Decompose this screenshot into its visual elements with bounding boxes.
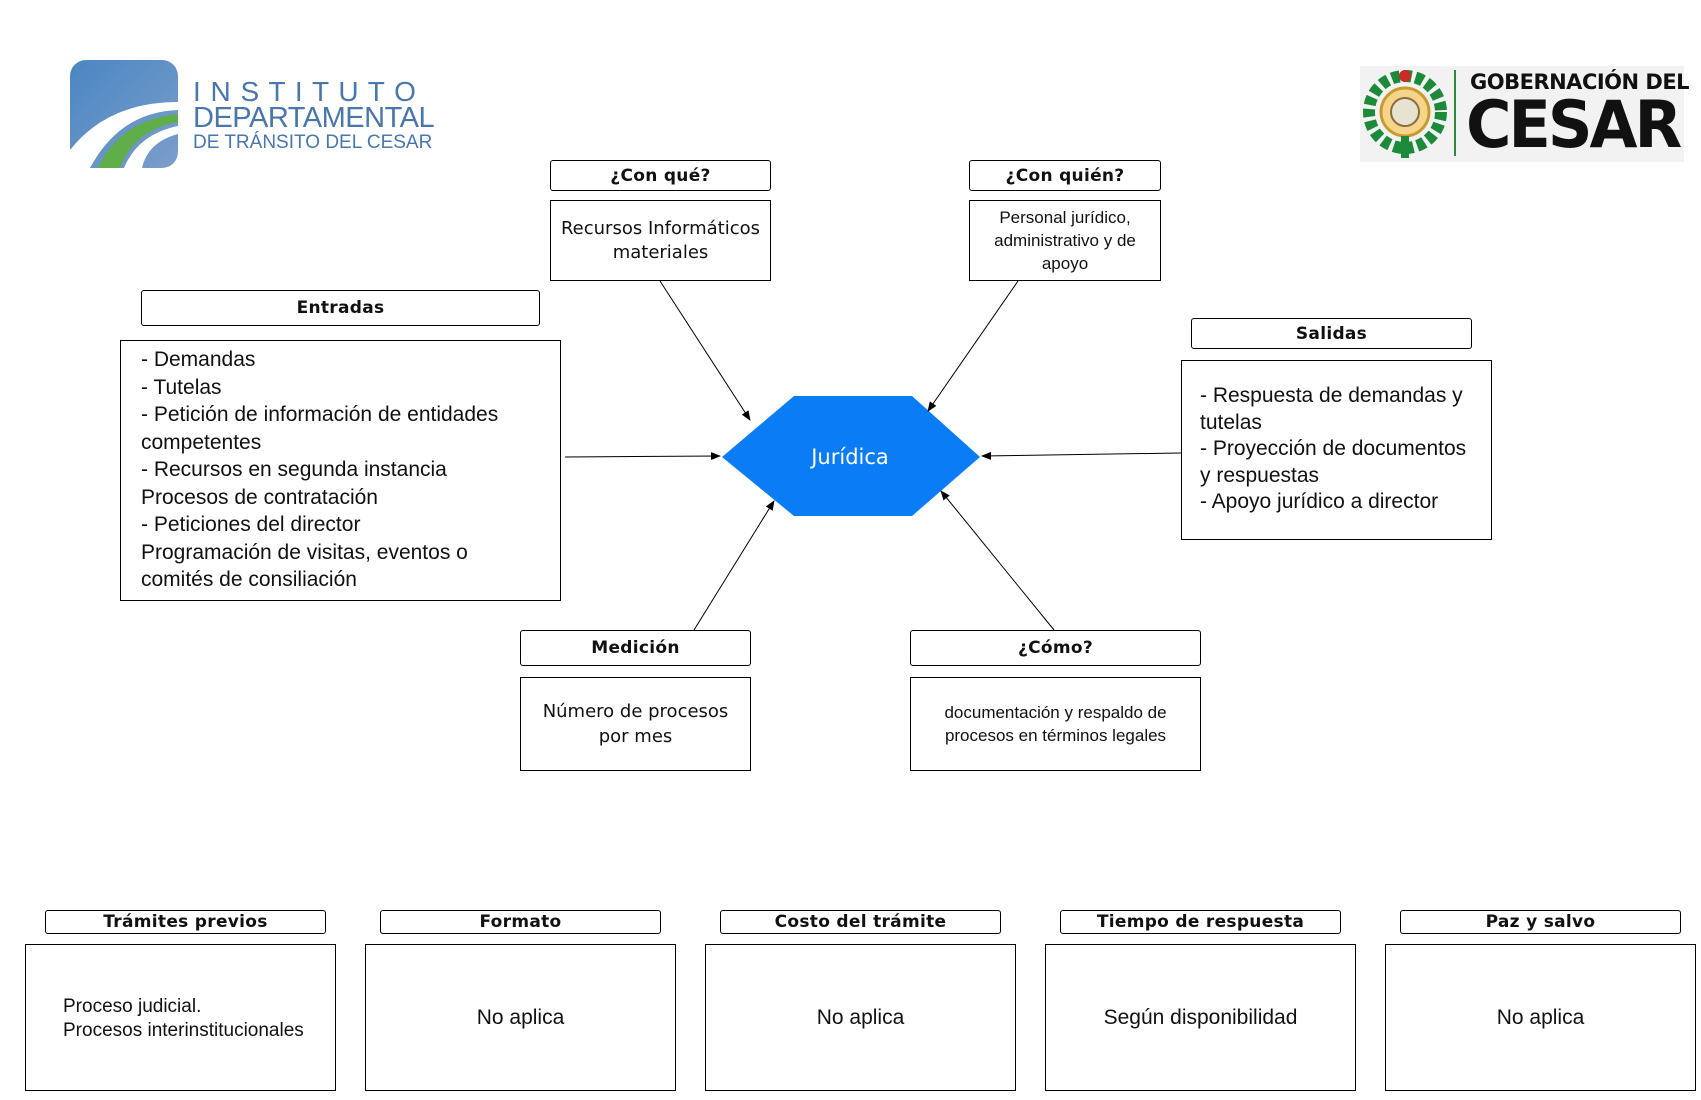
salidas-item: - Apoyo jurídico a director — [1200, 490, 1439, 513]
salidas-body: - Respuesta de demandas y tutelas - Proy… — [1181, 360, 1492, 540]
con-quien-header: ¿Con quién? — [969, 160, 1161, 191]
entradas-item: Procesos de contratación — [141, 485, 378, 509]
tiempo-body: Según disponibilidad — [1045, 944, 1356, 1091]
gobernacion-logo: GOBERNACIÓN DEL CESAR — [1360, 66, 1690, 163]
salidas-item: - Proyección de documentos y respuestas — [1200, 437, 1472, 487]
paz-y-salvo-value: No aplica — [1496, 1005, 1585, 1029]
logo-line-2: DEPARTAMENTAL — [193, 102, 435, 134]
seal-icon — [1363, 70, 1447, 158]
arrow-con-que — [659, 280, 751, 421]
arrow-salidas — [981, 451, 1182, 460]
como-body: documentación y respaldo de procesos en … — [910, 677, 1201, 771]
arrow-con-quien — [927, 280, 1019, 412]
road-logo-icon — [70, 60, 178, 168]
tramites-previos-header: Trámites previos — [45, 910, 326, 934]
formato-header: Formato — [380, 910, 661, 934]
entradas-item: - Peticiones del director — [141, 513, 361, 536]
medicion-body: Número de procesos por mes — [520, 677, 751, 771]
logo-line-3: DE TRÁNSITO DEL CESAR — [193, 132, 433, 153]
salidas-item: - Respuesta de demandas y tutelas — [1200, 384, 1469, 434]
formato-value: No aplica — [476, 1005, 565, 1029]
entradas-item: - Recursos en segunda instancia — [141, 458, 447, 481]
entradas-item: Programación de visitas, eventos o comit… — [141, 540, 474, 592]
con-que-body: Recursos Informáticos materiales — [550, 200, 771, 281]
como-header: ¿Cómo? — [910, 630, 1201, 666]
tiempo-header: Tiempo de respuesta — [1060, 910, 1341, 934]
costo-body: No aplica — [705, 944, 1016, 1091]
paz-y-salvo-header: Paz y salvo — [1400, 910, 1681, 934]
con-quien-body: Personal jurídico, administrativo y de a… — [969, 200, 1161, 281]
entradas-item: - Demandas — [141, 348, 256, 371]
arrow-como — [940, 490, 1055, 631]
entradas-item: - Petición de información de entidades c… — [141, 403, 505, 454]
costo-header: Costo del trámite — [720, 910, 1001, 934]
tramites-previos-body: Proceso judicial. Procesos interinstituc… — [25, 944, 336, 1091]
logo-line-1: I N S T I T U T O — [193, 76, 417, 107]
entradas-item: - Tutelas — [141, 375, 222, 399]
instituto-logo: I N S T I T U T O DEPARTAMENTAL DE TRÁNS… — [68, 58, 448, 172]
tramites-previos-line: Proceso judicial. — [63, 996, 202, 1017]
gobernacion-line-1: GOBERNACIÓN DEL — [1470, 70, 1690, 94]
tramites-previos-line: Procesos interinstitucionales — [63, 1020, 304, 1041]
entradas-body: - Demandas - Tutelas - Petición de infor… — [120, 340, 561, 601]
arrow-medicion — [693, 500, 775, 631]
formato-body: No aplica — [365, 944, 676, 1091]
center-process-label: Jurídica — [811, 445, 889, 469]
entradas-header: Entradas — [141, 290, 540, 326]
paz-y-salvo-body: No aplica — [1385, 944, 1696, 1091]
arrow-entradas — [564, 452, 721, 461]
center-hexagon-shape — [722, 396, 980, 516]
seal-divider — [1454, 70, 1456, 156]
gobernacion-line-2: CESAR — [1466, 86, 1682, 163]
medicion-header: Medición — [520, 630, 751, 666]
costo-value: No aplica — [816, 1005, 905, 1029]
con-que-header: ¿Con qué? — [550, 160, 771, 191]
tiempo-value: Según disponibilidad — [1103, 1005, 1298, 1029]
salidas-header: Salidas — [1191, 318, 1472, 349]
